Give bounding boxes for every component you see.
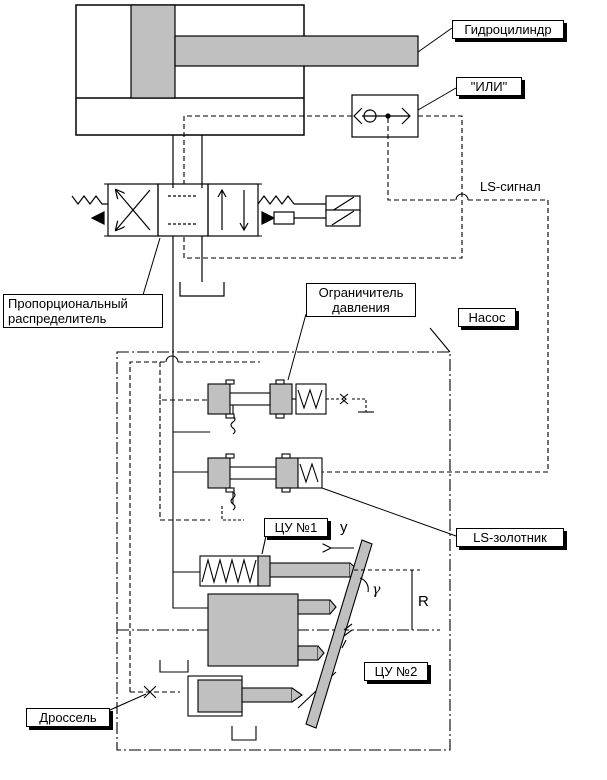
control-lines-upper — [183, 115, 549, 473]
ls-spool-label: LS-золотник — [456, 528, 564, 547]
valve-label-line1: Пропорциональный — [8, 296, 128, 311]
ls-spool — [207, 453, 323, 493]
hydraulic-cylinder — [75, 4, 453, 136]
pump-block — [116, 327, 451, 751]
valve-port-lines — [142, 236, 225, 352]
cylinder-label: Гидроцилиндр — [452, 20, 564, 39]
cylinder-supply-lines — [172, 135, 203, 188]
swash-plate — [305, 539, 420, 729]
pump-rotor-block — [207, 593, 337, 667]
valve-label-line2: распределитель — [8, 311, 107, 326]
limiter-label-line2: давления — [332, 300, 390, 315]
limiter-label-line1: Ограничитель — [318, 285, 404, 300]
gamma-angle-label: γ — [372, 582, 381, 598]
limiter-leader — [287, 313, 307, 381]
throttle-label: Дроссель — [26, 708, 110, 727]
ls-spool-leader — [321, 487, 457, 537]
r-dimension-label: R — [418, 593, 429, 610]
proportional-valve — [71, 183, 361, 237]
pressure-limiter-spool — [207, 379, 374, 419]
ls-signal-label: LS-сигнал — [480, 179, 541, 194]
cu2-label: ЦУ №2 — [364, 662, 428, 681]
cu1-label: ЦУ №1 — [264, 518, 328, 537]
control-cylinder-1 — [199, 535, 359, 587]
pump-label: Насос — [458, 308, 516, 327]
control-cylinder-2 — [187, 671, 337, 717]
throttle — [109, 685, 157, 711]
or-label: "ИЛИ" — [456, 77, 522, 96]
valve-label: Пропорциональный распределитель — [3, 294, 163, 328]
y-axis-label: y — [340, 519, 348, 536]
limiter-label: Ограничитель давления — [306, 283, 416, 317]
or-shuttle-valve — [351, 87, 457, 138]
